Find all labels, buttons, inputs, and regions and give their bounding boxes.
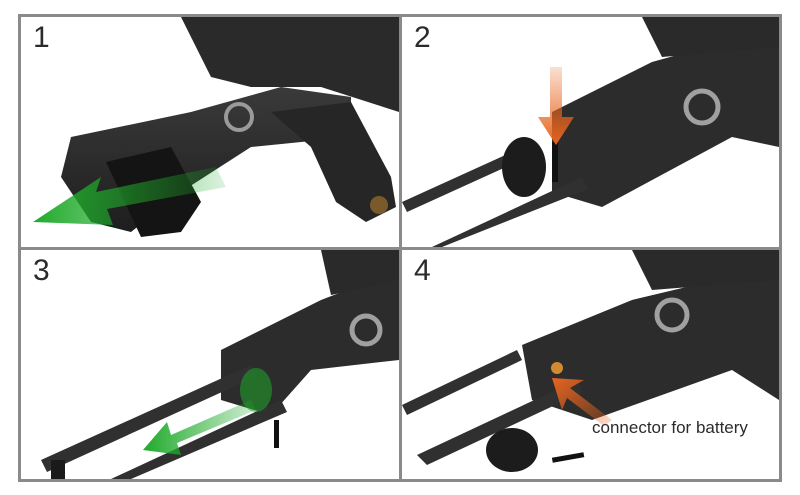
step-3-illustration [41, 250, 399, 479]
upper-receiver [181, 17, 399, 112]
step-number: 1 [33, 21, 50, 54]
lower-receiver [552, 27, 779, 207]
rail-upper [41, 365, 257, 472]
sling-mount [654, 297, 690, 333]
upper-receiver [321, 250, 399, 295]
removed-endcap [486, 428, 538, 472]
upper-receiver [642, 17, 779, 57]
step-number: 2 [414, 21, 431, 54]
rail-lower [111, 400, 287, 479]
sling-mount [349, 313, 383, 347]
buffer-tube [502, 137, 546, 197]
instruction-sheet: 1 2 [18, 14, 782, 482]
rail-end [51, 460, 65, 479]
step-panel-3: 3 [21, 250, 399, 479]
removed-pin [551, 452, 585, 463]
step-1-illustration [33, 17, 399, 237]
step-2-illustration [402, 17, 779, 247]
sling-mount [683, 88, 721, 126]
remove-endcap-arrow [33, 167, 226, 225]
step-number: 3 [33, 254, 50, 287]
rail-upper [402, 152, 517, 212]
rail-lower [432, 177, 588, 247]
grip-screw [370, 196, 388, 214]
sling-mount [224, 102, 254, 132]
rail-lower [417, 380, 583, 465]
pistol-grip [271, 102, 396, 222]
step-panel-4: 4 connector for battery [402, 250, 779, 479]
connector-caption: connector for battery [592, 418, 748, 437]
step-panel-2: 2 [402, 17, 779, 247]
push-pin-arrow [538, 67, 574, 145]
upper-receiver [632, 250, 779, 290]
battery-connector [551, 362, 563, 374]
lower-receiver [522, 265, 779, 420]
step-4-illustration [402, 250, 779, 472]
rail-upper [402, 350, 522, 415]
retaining-pin [552, 142, 558, 182]
step-panel-1: 1 [21, 17, 399, 247]
buffer-tube-highlight [240, 368, 272, 412]
removed-pin [274, 420, 279, 448]
slide-out-arrow [143, 400, 256, 455]
connector-pointer-arrow [552, 378, 612, 426]
step-number: 4 [414, 254, 431, 287]
